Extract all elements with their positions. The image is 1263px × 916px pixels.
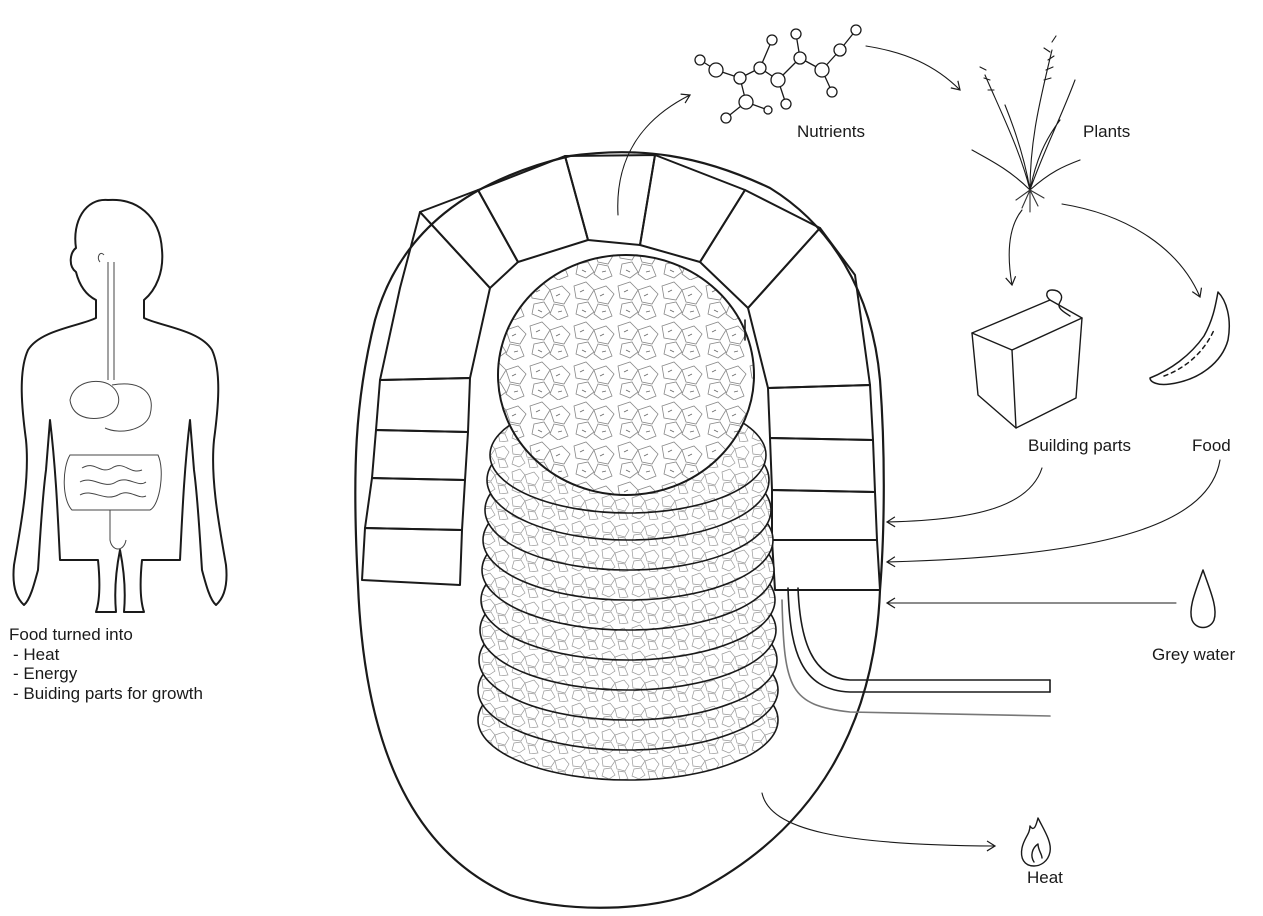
- grey-water-label: Grey water: [1152, 645, 1235, 665]
- heat-label: Heat: [1027, 868, 1063, 888]
- water-drop-icon: [1191, 570, 1215, 628]
- arrow-nutrients-to-plants: [866, 46, 960, 90]
- arrow-plants-to-building-parts: [1009, 210, 1022, 285]
- arrow-building-parts-to-dome: [887, 468, 1042, 522]
- arrow-dome-to-heat: [762, 793, 995, 846]
- building-parts-label: Building parts: [1028, 436, 1131, 456]
- human-body-icon: [13, 200, 226, 612]
- human-note-building-parts: - Buiding parts for growth: [9, 684, 203, 704]
- human-notes-heading: Food turned into: [9, 625, 203, 645]
- compost-dome-icon: [355, 152, 1050, 908]
- banana-icon: [1150, 292, 1229, 385]
- arrow-food-to-dome: [887, 460, 1220, 562]
- food-label: Food: [1192, 436, 1231, 456]
- molecule-icon: [695, 25, 861, 123]
- plant-icon: [972, 36, 1080, 212]
- human-note-heat: - Heat: [9, 645, 203, 665]
- flame-icon: [1022, 818, 1051, 866]
- human-note-energy: - Energy: [9, 664, 203, 684]
- human-notes: Food turned into - Heat - Energy - Buidi…: [9, 625, 203, 703]
- building-block-icon: [972, 290, 1082, 428]
- arrow-plants-to-food: [1062, 204, 1200, 297]
- plants-label: Plants: [1083, 122, 1130, 142]
- nutrients-label: Nutrients: [797, 122, 865, 142]
